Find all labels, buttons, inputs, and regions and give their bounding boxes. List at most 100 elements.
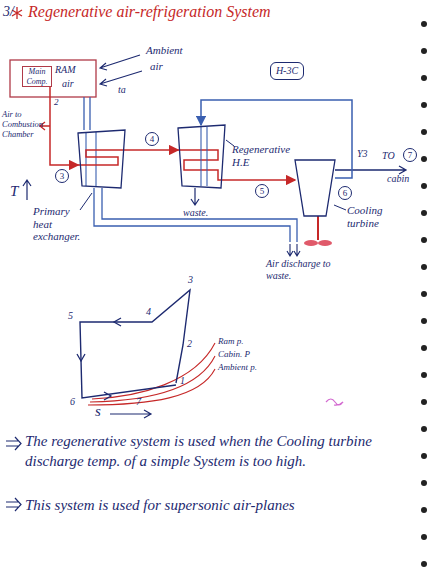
state-symbol: ta: [118, 84, 126, 96]
axis-arrow: [110, 410, 151, 418]
axis-arrow: [23, 180, 31, 200]
state-point: 1: [180, 375, 185, 387]
state-point: 7: [136, 396, 141, 408]
callout-number: 6: [338, 186, 352, 200]
spiral-hole: [421, 426, 427, 432]
pen-scribble: [326, 399, 343, 405]
spiral-hole: [421, 156, 427, 162]
compressor-box: Main Comp.: [22, 66, 52, 87]
callout-number: 7: [403, 148, 417, 162]
flow-label: air: [62, 78, 74, 90]
tag-box: H-3C: [270, 62, 304, 80]
spiral-hole: [421, 237, 427, 243]
callout-number: 5: [255, 184, 269, 198]
state-point: 3: [188, 274, 193, 286]
state-symbol: Y3: [357, 148, 368, 160]
heat-exchanger-outline: [78, 130, 125, 188]
cycle-arrows: [77, 318, 121, 400]
flow-label: Air to Combustion Chamber: [2, 110, 42, 139]
heat-exchanger-outline: [78, 130, 125, 188]
flow-label: air: [150, 60, 163, 73]
state-symbol: 2: [54, 97, 59, 107]
waste-arrow: [191, 188, 199, 205]
spiral-hole: [421, 399, 427, 405]
bullet-arrow: [6, 437, 21, 450]
flow-label: Ambient: [146, 44, 183, 57]
node-text: Main Comp.: [23, 67, 51, 85]
cycle-path: [80, 290, 190, 398]
callout-number: 3: [55, 169, 69, 183]
isobar-curve: [92, 343, 215, 399]
node-text: H-3C: [276, 65, 298, 77]
coolant-passage: [86, 132, 96, 186]
pipe-connector: [225, 179, 295, 181]
ram-air-pipe: [84, 97, 90, 130]
spiral-hole: [421, 210, 427, 216]
node-text: Primary heat exchanger.: [33, 205, 91, 243]
flow-label: TO: [382, 150, 395, 162]
cooling-turbine-outline: [295, 160, 335, 216]
spiral-holes: [421, 21, 427, 567]
axis-label: s: [95, 403, 101, 420]
cooling-turbine: Cooling turbine: [295, 160, 335, 216]
spiral-hole: [421, 21, 427, 27]
spiral-hole: [421, 183, 427, 189]
isobar-label: Ram p.: [218, 336, 244, 346]
heat-exchanger: Regenerative H.E: [178, 125, 225, 188]
pipe-connector: [50, 87, 78, 165]
spiral-hole: [421, 291, 427, 297]
note-text: This system is used for supersonic air-p…: [25, 495, 417, 515]
axis-label: T: [10, 183, 18, 200]
node-text: Regenerative H.E: [232, 143, 296, 168]
spiral-hole: [421, 480, 427, 486]
state-point: 5: [68, 310, 73, 322]
spiral-hole: [421, 534, 427, 540]
heat-exchanger-outline: [178, 125, 225, 188]
spiral-hole: [421, 75, 427, 81]
cooling-turbine-outline: [295, 160, 335, 216]
spiral-hole: [421, 507, 427, 513]
coolant-passage: [201, 127, 207, 186]
discharge-pipe: [94, 188, 297, 242]
fan-blade: [304, 240, 318, 246]
flow-label: RAM: [55, 64, 76, 76]
pipe-connector: [125, 149, 178, 151]
flow-label: Air discharge to waste.: [266, 258, 340, 281]
spiral-hole: [421, 129, 427, 135]
state-point: 6: [70, 396, 75, 408]
cabin-supply-arrow: [335, 166, 406, 174]
isobar-curve: [88, 369, 215, 405]
spiral-hole: [421, 345, 427, 351]
turbine-shaft: [317, 216, 319, 240]
spiral-hole: [421, 48, 427, 54]
flow-label: cabin: [387, 173, 409, 185]
ambient-air-arrow: [100, 71, 142, 86]
leader-line: [334, 205, 346, 210]
leader-line: [80, 193, 92, 210]
heat-exchanger-outline: [178, 125, 225, 188]
isobar-label: Cabin. P: [218, 349, 250, 359]
discharge-arrows: [287, 244, 300, 256]
spiral-hole: [421, 102, 427, 108]
ambient-air-arrow: [100, 55, 140, 70]
isobar-label: Ambient p.: [218, 362, 257, 372]
ram-air-inlet-box: [10, 60, 96, 97]
spiral-hole: [421, 372, 427, 378]
bullet-arrow: [6, 498, 21, 511]
spiral-hole: [421, 561, 427, 567]
state-point: 2: [187, 338, 192, 350]
page-title: Regenerative air-refrigeration System: [28, 3, 271, 21]
state-point: 4: [146, 306, 151, 318]
heat-exchanger: Primary heat exchanger.: [78, 130, 125, 188]
flow-label: waste.: [183, 207, 208, 219]
fan-blade: [318, 240, 332, 246]
spiral-hole: [421, 264, 427, 270]
callout-number: 4: [145, 132, 159, 146]
hot-air-coil: [78, 150, 125, 165]
spiral-hole: [421, 453, 427, 459]
node-text: Cooling turbine: [347, 204, 397, 229]
spiral-hole: [421, 318, 427, 324]
page-number: 3/: [3, 4, 14, 20]
note-text: The regenerative system is used when the…: [25, 431, 417, 472]
